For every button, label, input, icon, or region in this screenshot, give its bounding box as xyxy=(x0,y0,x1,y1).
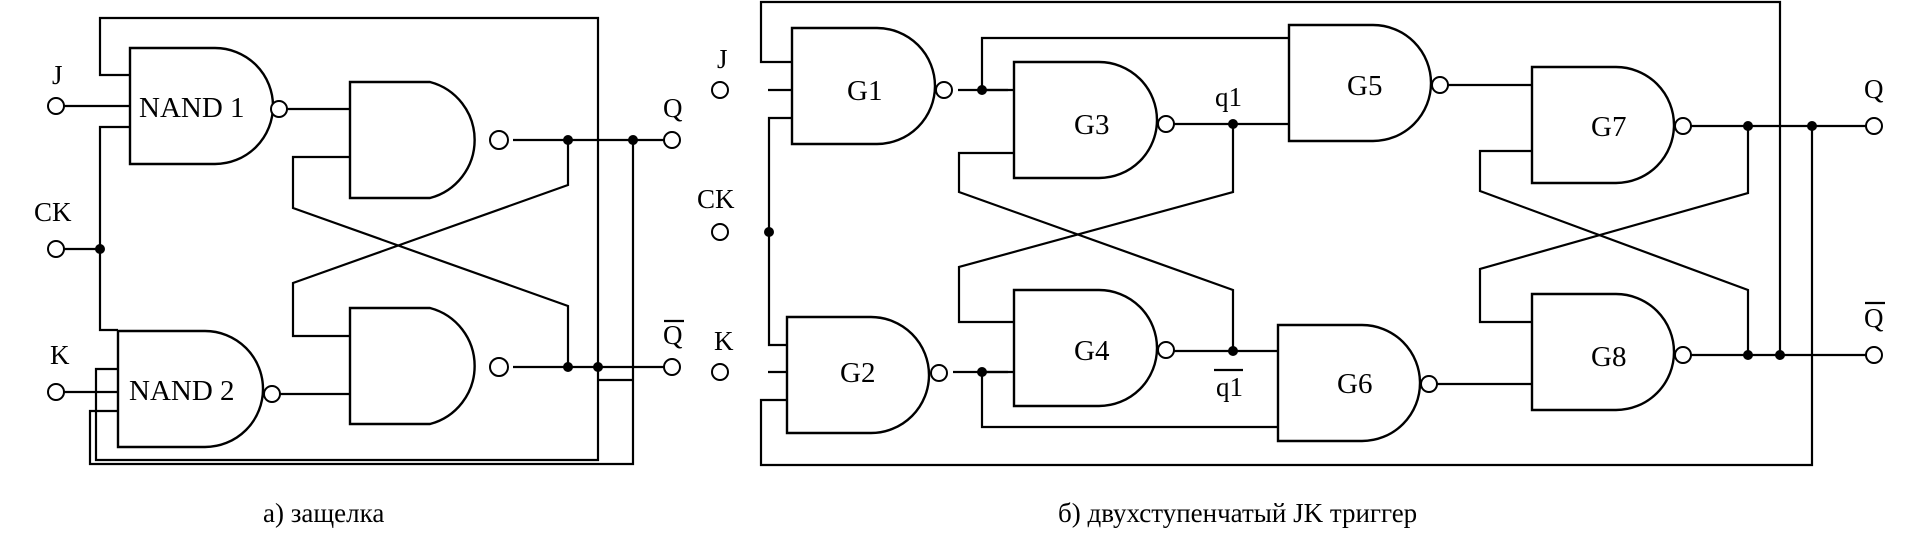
latch-qbar-pin xyxy=(663,358,681,376)
latch-lower-nand-gate xyxy=(348,306,476,426)
ms-junction-g2-out xyxy=(977,367,987,377)
nand1-bubble xyxy=(270,100,288,118)
g2-bubble xyxy=(930,364,948,382)
g1-gate xyxy=(790,26,937,146)
ms-ck-label: CK xyxy=(697,184,735,214)
g8-label: G8 xyxy=(1591,341,1626,373)
ms-junction-q1bar xyxy=(1228,346,1238,356)
g3-bubble xyxy=(1157,115,1175,133)
g4-label: G4 xyxy=(1074,335,1110,367)
latch-junction-qbar-output xyxy=(593,362,603,372)
latch-upper-bubble xyxy=(489,130,509,150)
ms-junction-qbar-output xyxy=(1775,350,1785,360)
ms-k-label: K xyxy=(714,326,734,356)
g8-gate xyxy=(1530,292,1676,412)
ms-k-pin xyxy=(711,363,729,381)
latch-junction-q-feedback xyxy=(563,135,573,145)
g7-gate xyxy=(1530,65,1676,185)
g5-label: G5 xyxy=(1347,70,1382,102)
ms-j-label: J xyxy=(717,44,728,74)
g3-gate xyxy=(1012,60,1159,180)
nand2-gate xyxy=(116,329,265,449)
g1-bubble xyxy=(935,81,953,99)
latch-caption: а) защелка xyxy=(263,498,384,528)
g3-label: G3 xyxy=(1074,109,1109,141)
g6-label: G6 xyxy=(1337,368,1372,400)
g1-label: G1 xyxy=(847,75,882,107)
ms-q-label: Q xyxy=(1864,74,1884,104)
g5-bubble xyxy=(1431,76,1449,94)
master-slave-caption: б) двухступенчатый JK триггер xyxy=(1058,498,1417,528)
q1bar-label: q1 xyxy=(1216,372,1243,402)
latch-upper-nand-gate xyxy=(348,80,476,200)
ms-junction-q1 xyxy=(1228,119,1238,129)
nand2-bubble xyxy=(263,385,281,403)
q1-label: q1 xyxy=(1215,82,1242,112)
g2-label: G2 xyxy=(840,357,875,389)
latch-q-label: Q xyxy=(663,93,683,123)
ms-qbar-label: Q xyxy=(1864,303,1884,333)
latch-qbar-label: Q xyxy=(663,320,683,350)
g6-bubble xyxy=(1420,375,1438,393)
nand2-label: NAND 2 xyxy=(129,375,235,407)
latch-k-pin xyxy=(47,383,65,401)
ms-junction-q-feedback xyxy=(1743,121,1753,131)
ms-q-pin xyxy=(1865,117,1883,135)
ms-junction-qbar-feedback xyxy=(1743,350,1753,360)
g4-bubble xyxy=(1157,341,1175,359)
latch-ck-pin xyxy=(47,240,65,258)
ms-ck-pin xyxy=(711,223,729,241)
ms-qbar-pin xyxy=(1865,346,1883,364)
latch-wires xyxy=(64,16,680,466)
g7-label: G7 xyxy=(1591,111,1626,143)
g4-gate xyxy=(1012,288,1159,408)
latch-junction-qbar-feedback xyxy=(563,362,573,372)
latch-q-pin xyxy=(663,131,681,149)
ms-junction-g1-out xyxy=(977,85,987,95)
ms-junction-q-output xyxy=(1807,121,1817,131)
latch-junction-q-output xyxy=(628,135,638,145)
latch-lower-bubble xyxy=(489,357,509,377)
nand1-label: NAND 1 xyxy=(139,92,245,124)
g6-gate xyxy=(1276,323,1422,443)
g7-bubble xyxy=(1674,117,1692,135)
latch-j-label: J xyxy=(52,60,63,90)
g5-gate xyxy=(1287,23,1433,143)
latch-junction-ck xyxy=(95,244,105,254)
latch-ck-label: CK xyxy=(34,197,72,227)
ms-junction-ck xyxy=(764,227,774,237)
latch-k-label: K xyxy=(50,340,70,370)
latch-j-pin xyxy=(47,97,65,115)
master-slave-diagram: G1 G2 G3 G4 G5 G6 G7 G8 J CK K q1 q1 Q Q… xyxy=(697,0,1885,528)
g8-bubble xyxy=(1674,346,1692,364)
latch-diagram: NAND 1 NAND 2 J CK K Q Q а) защелка xyxy=(34,16,684,528)
g2-gate xyxy=(785,315,931,435)
ms-j-pin xyxy=(711,81,729,99)
